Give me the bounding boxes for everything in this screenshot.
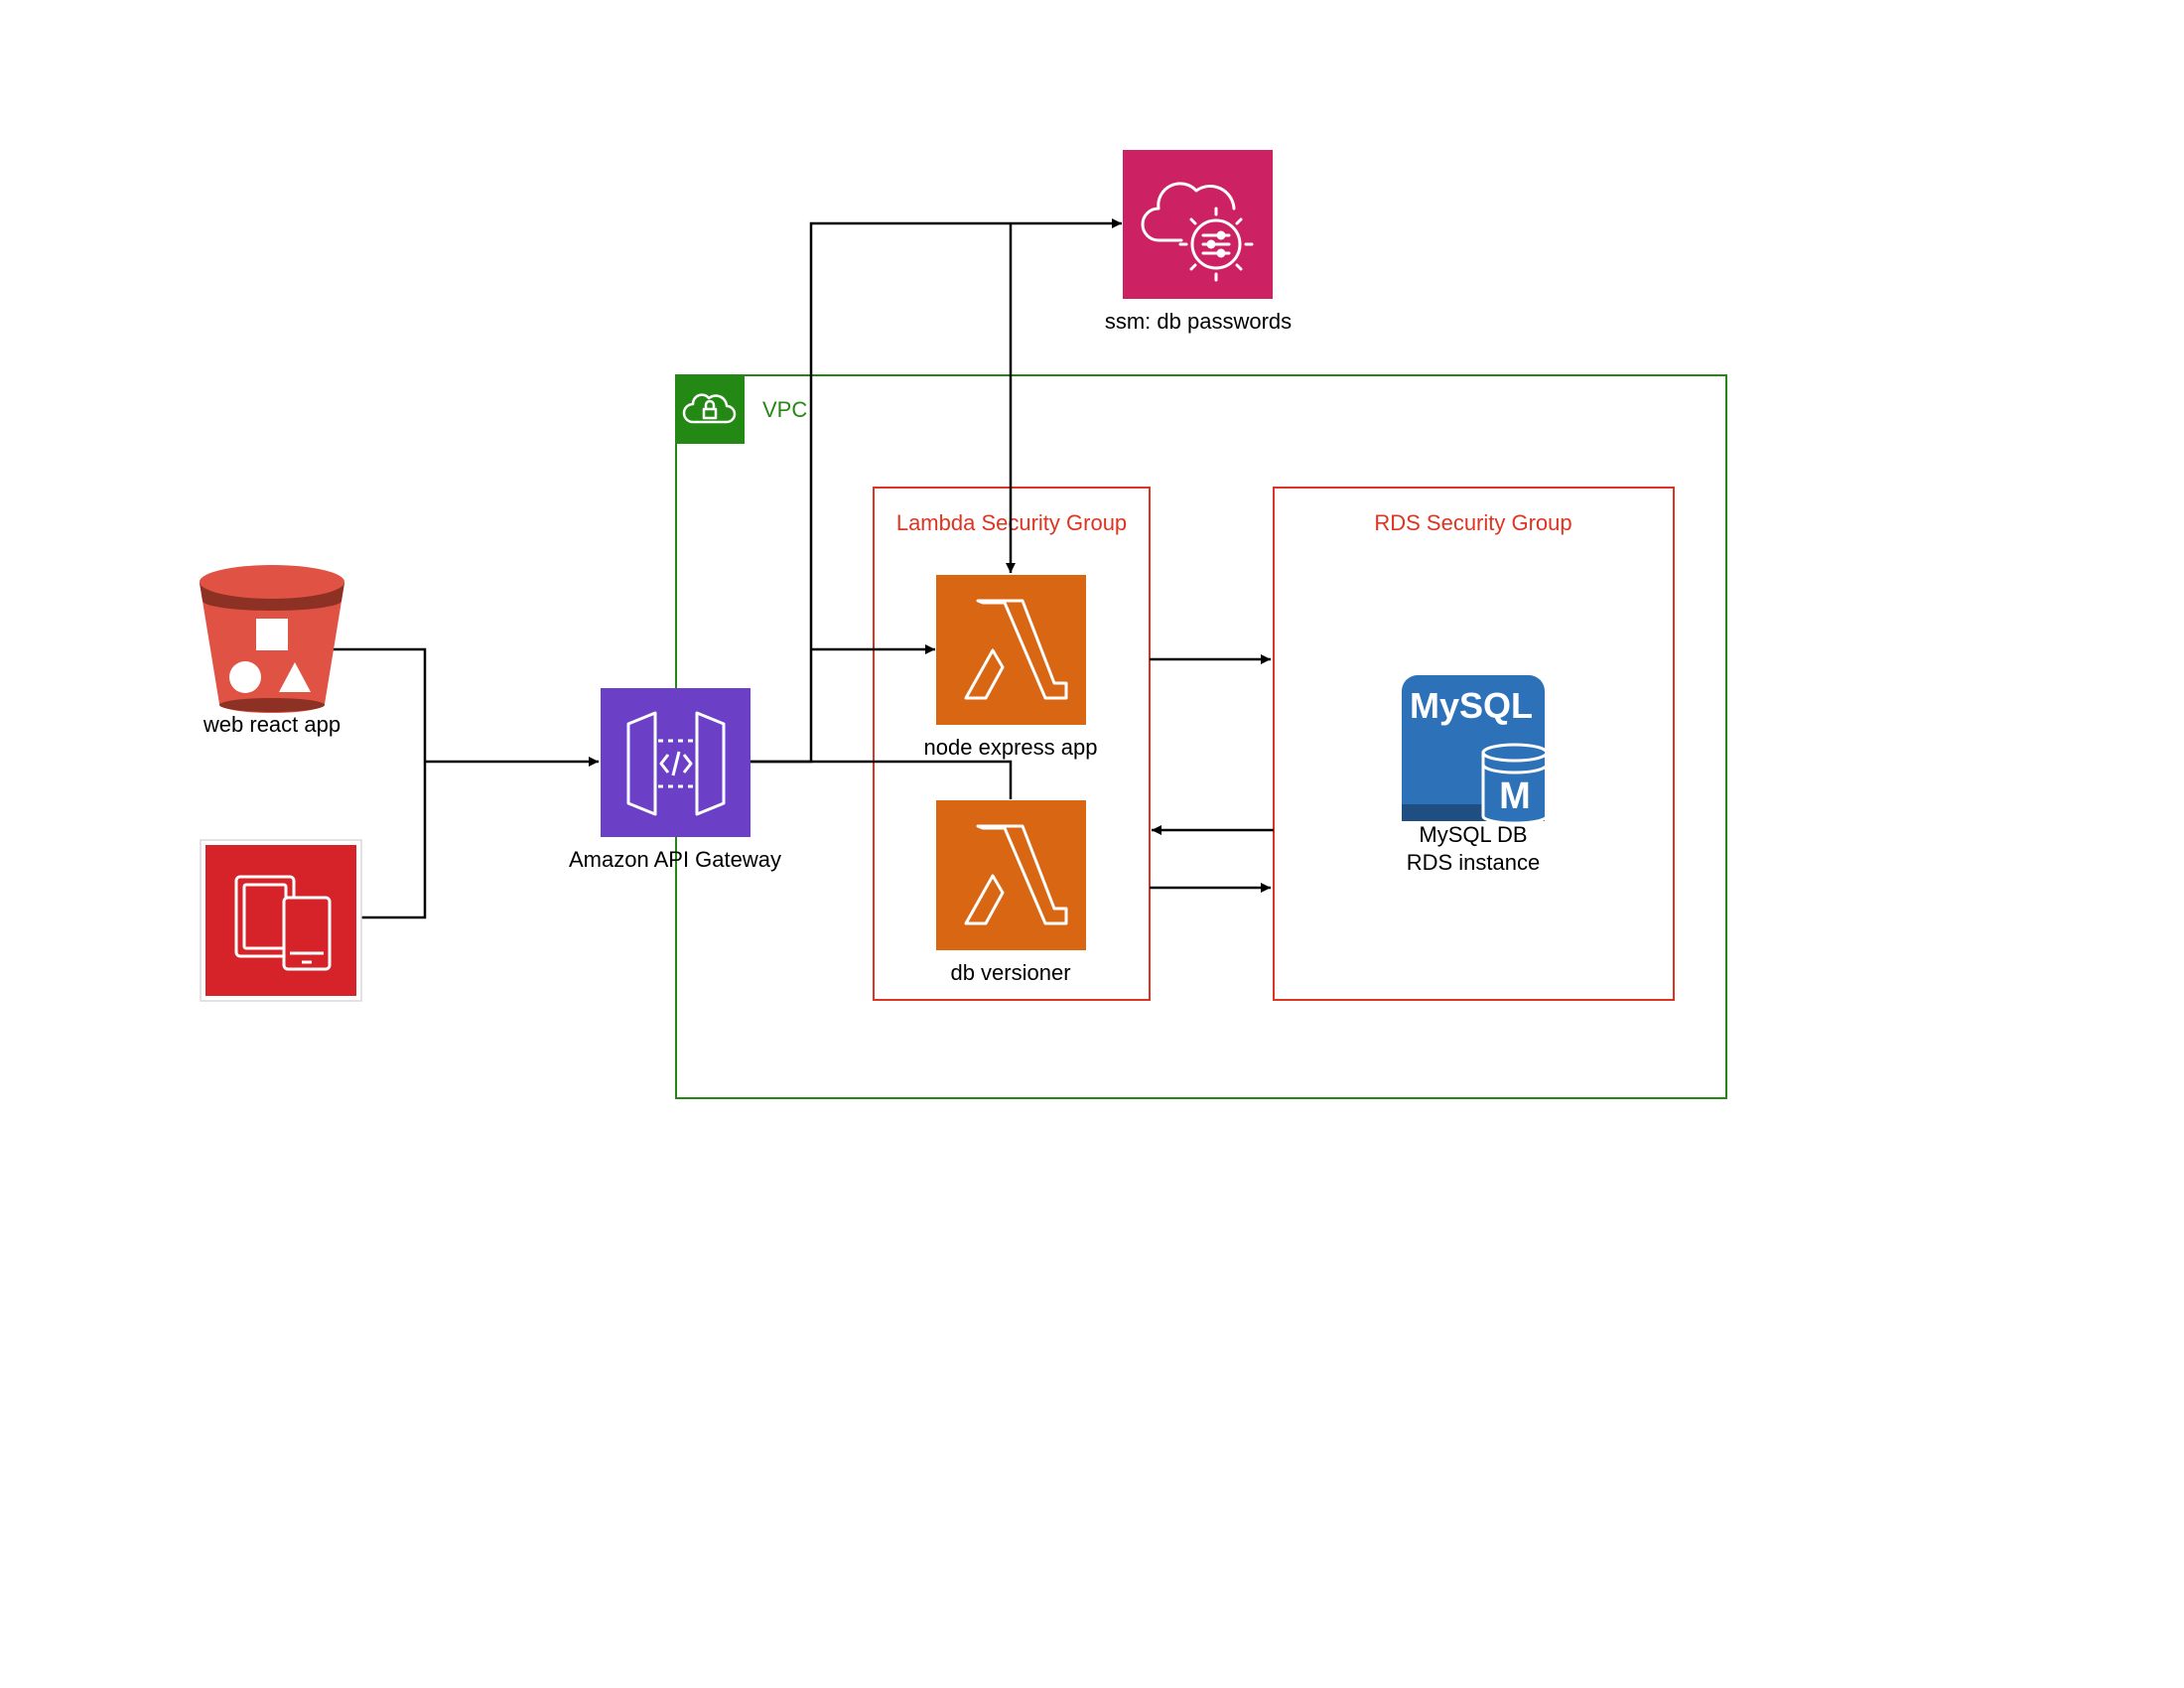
node-express-app-label: node express app [924, 735, 1098, 760]
edge-web-to-merge [331, 647, 427, 762]
lambda-icon [964, 824, 1068, 925]
mysql-label-line2: RDS instance [1407, 850, 1541, 875]
web-react-app-node[interactable]: web react app [200, 565, 344, 737]
db-versioner-label: db versioner [950, 960, 1070, 985]
s3-bucket-icon [200, 565, 344, 713]
mysql-logo-text: MySQL [1410, 685, 1533, 726]
rds-security-group-label: RDS Security Group [1374, 510, 1571, 535]
mysql-badge-text: M [1499, 775, 1531, 817]
vpc-cloud-lock-icon [682, 393, 737, 424]
api-gateway-label: Amazon API Gateway [569, 847, 781, 872]
vpc-group: VPC [675, 374, 1727, 1099]
vpc-label: VPC [762, 397, 807, 422]
ssm-node[interactable]: ssm: db passwords [1105, 150, 1292, 334]
edge-mobile-to-merge [361, 762, 427, 919]
edge-api-to-db-versioner [750, 760, 1013, 799]
web-react-app-label: web react app [203, 712, 341, 737]
mysql-rds-node[interactable]: MySQL M MySQL DB RDS instance [1402, 665, 1557, 875]
ssm-label: ssm: db passwords [1105, 309, 1292, 334]
rds-security-group: RDS Security Group [1273, 487, 1675, 1001]
lambda-icon [964, 599, 1068, 700]
mysql-rds-icon: MySQL M [1402, 665, 1557, 834]
db-versioner-node[interactable]: db versioner [936, 800, 1086, 985]
mysql-label-line1: MySQL DB [1419, 822, 1527, 847]
node-express-app-node[interactable]: node express app [924, 575, 1098, 760]
api-gateway-icon [626, 711, 726, 816]
cloud-gear-icon [1141, 182, 1254, 282]
mobile-app-node[interactable] [200, 839, 362, 1002]
mobile-devices-icon [234, 875, 332, 971]
api-gateway-node[interactable]: Amazon API Gateway [569, 688, 781, 872]
connectors [331, 218, 1274, 919]
